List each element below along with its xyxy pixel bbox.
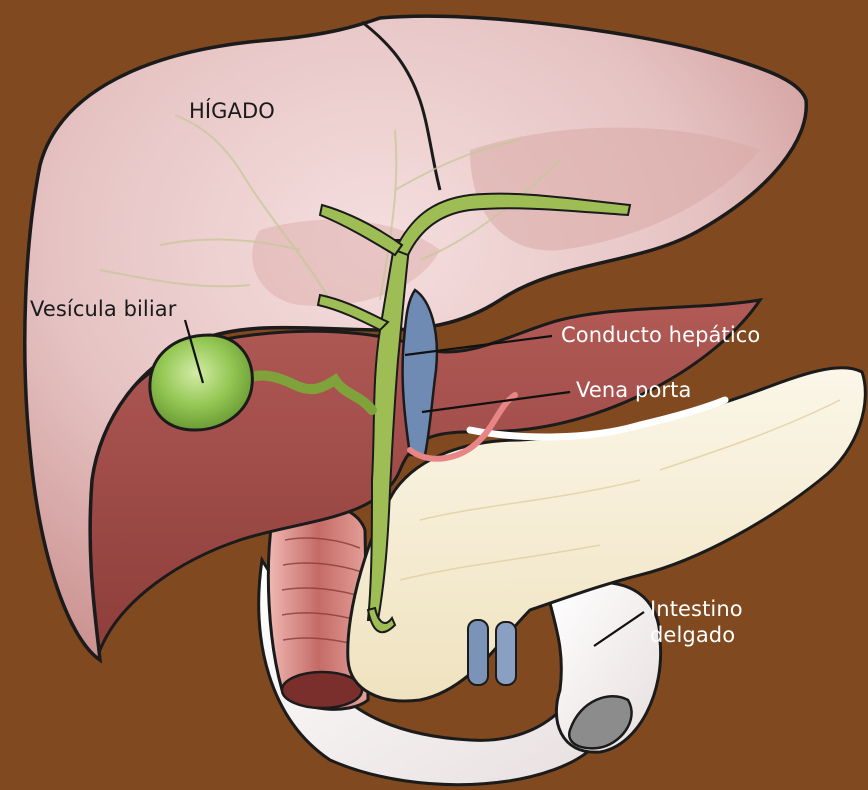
colon-opening: [282, 672, 362, 708]
hepatic-duct-label: Conducto hepático: [561, 323, 760, 349]
gallbladder-label: Vesícula biliar: [30, 297, 177, 323]
vessel-stub-2: [496, 622, 516, 685]
small-intestine-label: Intestino delgado: [650, 597, 743, 648]
liver-label: HÍGADO: [189, 99, 275, 125]
vessel-stub-1: [468, 620, 488, 685]
portal-vein-label: Vena porta: [576, 378, 691, 404]
small-intestine-label-line2: delgado: [650, 623, 743, 649]
small-intestine-label-line1: Intestino: [650, 597, 743, 623]
gallbladder: [150, 335, 252, 430]
